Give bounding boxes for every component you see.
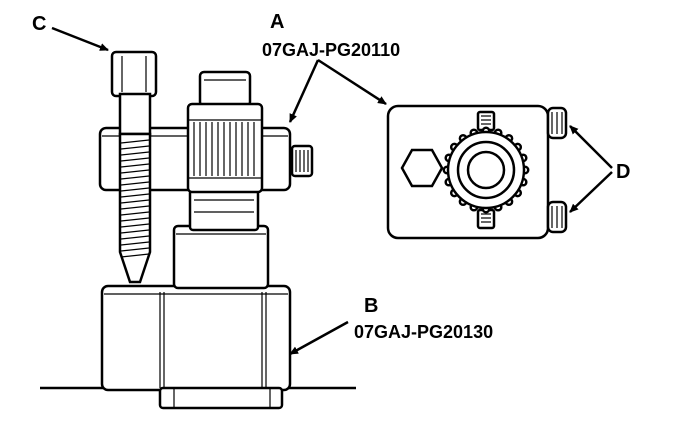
- side-view-assembly: [98, 50, 314, 410]
- label-b-letter: B: [364, 295, 378, 317]
- label-b: B 07GAJ-PG20130: [354, 295, 493, 342]
- splined-gear: [186, 70, 264, 194]
- label-c: C: [32, 13, 46, 35]
- tool-b-body: [100, 284, 292, 410]
- screw-d-lower: [546, 200, 568, 234]
- label-a-part-number: 07GAJ-PG20110: [262, 40, 400, 60]
- center-shaft: [188, 188, 260, 232]
- label-a-letter: A: [270, 11, 284, 33]
- label-a: A 07GAJ-PG20110: [262, 11, 400, 60]
- upper-cylinder: [172, 224, 270, 290]
- bolt-c: [110, 50, 158, 284]
- label-b-part-number: 07GAJ-PG20130: [354, 322, 493, 342]
- screw-d-upper: [546, 106, 568, 140]
- label-d: D: [616, 161, 630, 183]
- label-c-letter: C: [32, 13, 46, 35]
- tool-a-top-view: [386, 104, 568, 240]
- leader-lines: [51, 26, 613, 356]
- label-d-letter: D: [616, 161, 630, 183]
